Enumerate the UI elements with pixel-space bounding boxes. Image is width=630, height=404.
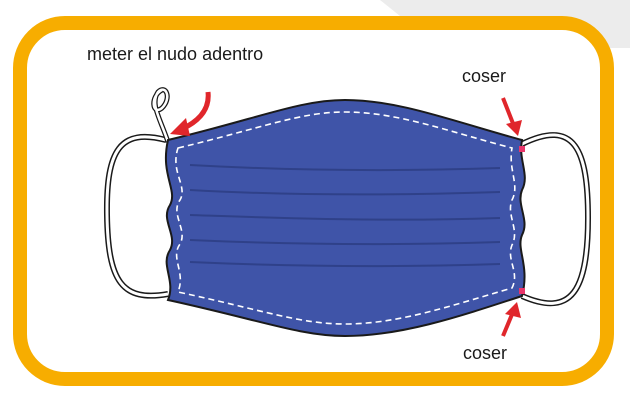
knot-label: meter el nudo adentro (87, 44, 264, 64)
knot-arrow-icon (170, 91, 211, 136)
sew-point-top (519, 146, 525, 152)
stitch-line (175, 111, 516, 325)
sew-top-arrow-icon (501, 97, 522, 136)
sew-bottom-label: coser (463, 343, 508, 363)
mask-body (164, 98, 526, 338)
sew-top-label: coser (462, 66, 507, 86)
mask-pleats (189, 164, 501, 268)
right-ear-loop (520, 132, 592, 307)
sew-bottom-arrow-icon (501, 302, 521, 337)
sew-point-bottom (519, 288, 525, 294)
